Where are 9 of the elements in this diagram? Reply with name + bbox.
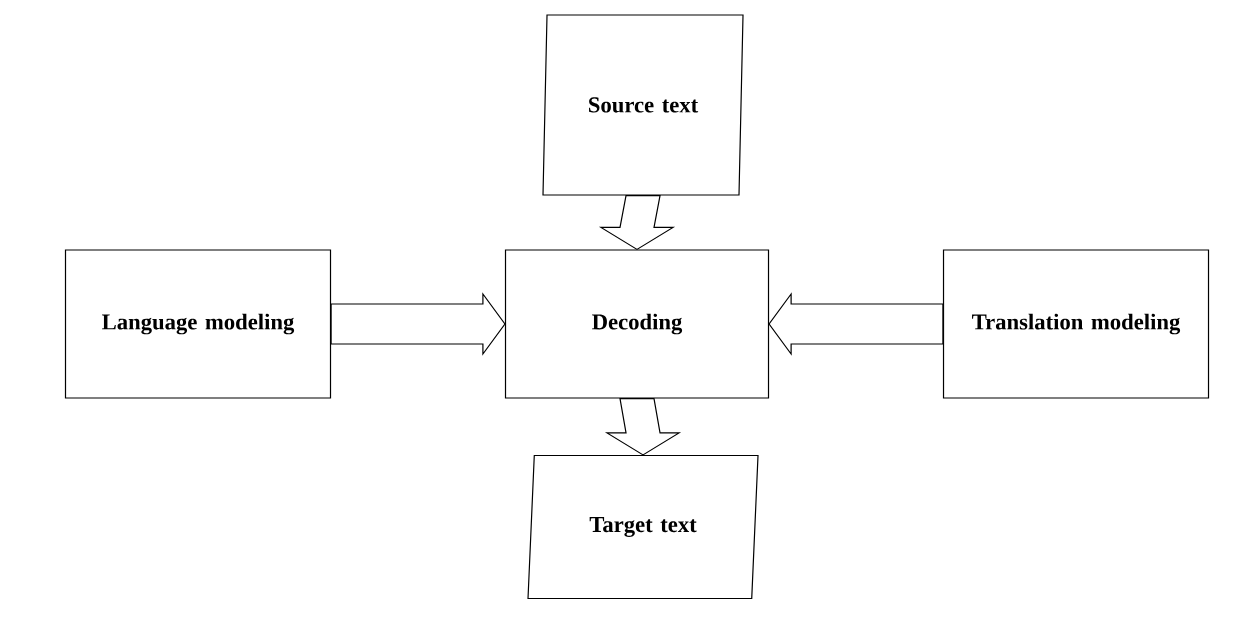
parallelogram-box: Target text xyxy=(527,454,759,600)
block-arrow xyxy=(768,292,944,356)
block-arrow xyxy=(598,195,676,251)
process-box: Decoding xyxy=(504,249,770,399)
parallelogram-box: Source text xyxy=(542,14,744,196)
block-arrow xyxy=(604,398,682,456)
process-box: Language modeling xyxy=(64,249,332,399)
process-box: Translation modeling xyxy=(942,249,1210,399)
block-arrow xyxy=(330,292,506,356)
